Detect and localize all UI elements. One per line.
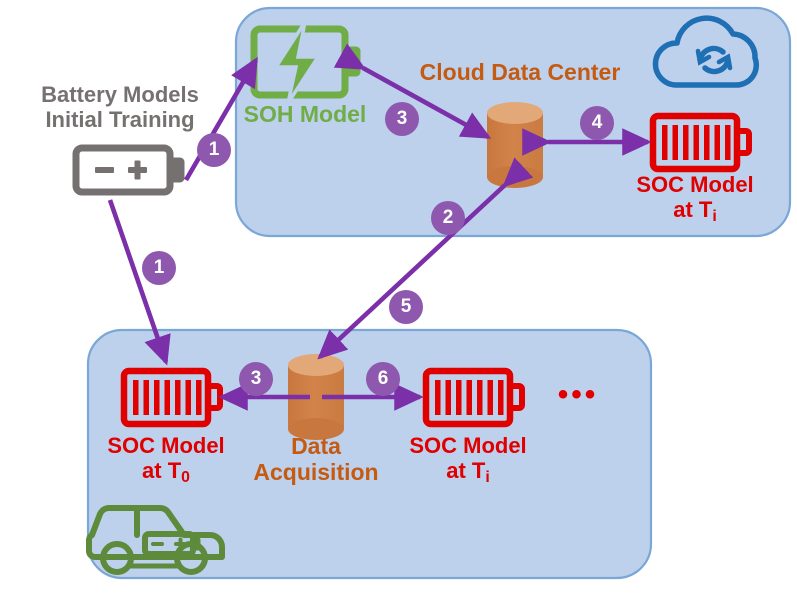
badge-3-vehicle: 3 bbox=[239, 362, 273, 396]
badge-1-to-soh: 1 bbox=[197, 133, 231, 167]
badge-2: 2 bbox=[431, 201, 465, 235]
soc-model-t0-label: SOC Model at T0 bbox=[93, 433, 239, 486]
badge-5: 5 bbox=[389, 290, 423, 324]
more-models-ellipsis: ••• bbox=[557, 378, 599, 411]
soc-model-ti-label-vehicle-line1: SOC Model bbox=[409, 433, 527, 458]
soc-model-ti-label-cloud-line2: at Ti bbox=[673, 196, 717, 225]
soc-model-ti-label-cloud: SOC Model at Ti bbox=[622, 172, 768, 225]
badge-1-to-soc-t0: 1 bbox=[142, 251, 176, 285]
soc-model-t0-label-line2: at T0 bbox=[142, 457, 190, 486]
soc-model-ti-label-cloud-line1: SOC Model bbox=[636, 172, 754, 197]
badge-4: 4 bbox=[580, 106, 614, 140]
soc-model-ti-label-vehicle: SOC Model at Ti bbox=[395, 433, 541, 486]
soc-model-ti-battery-icon-cloud bbox=[649, 112, 752, 173]
initial-training-title-line1: Battery Models bbox=[41, 82, 199, 107]
cloud-data-center-title: Cloud Data Center bbox=[419, 59, 621, 85]
cloud-sync-icon bbox=[652, 15, 760, 88]
cloud-database-cylinder-icon bbox=[487, 102, 543, 188]
initial-training-title: Battery Models Initial Training bbox=[20, 82, 220, 132]
badge-3-cloud: 3 bbox=[385, 102, 419, 136]
arrow-1-to-soh bbox=[184, 56, 258, 182]
data-acquisition-label: Data Acquisition bbox=[240, 433, 392, 486]
soh-model-label: SOH Model bbox=[243, 101, 367, 127]
arrow-3-soh-cylinder bbox=[333, 43, 492, 140]
soc-model-ti-battery-icon-vehicle bbox=[422, 367, 525, 428]
badge-6: 6 bbox=[366, 362, 400, 396]
arrow-1-to-soc-t0 bbox=[107, 199, 171, 366]
data-acquisition-label-line2: Acquisition bbox=[253, 458, 379, 485]
soc-model-t0-label-line1: SOC Model bbox=[107, 433, 225, 458]
arrow-2-5-cloud-vehicle bbox=[317, 157, 534, 360]
soc-model-ti-label-vehicle-line2: at Ti bbox=[446, 457, 490, 486]
electric-vehicle-icon bbox=[85, 505, 225, 575]
initial-training-battery-icon bbox=[72, 144, 185, 196]
data-acquisition-label-line1: Data bbox=[291, 433, 341, 459]
initial-training-title-line2: Initial Training bbox=[45, 106, 195, 132]
